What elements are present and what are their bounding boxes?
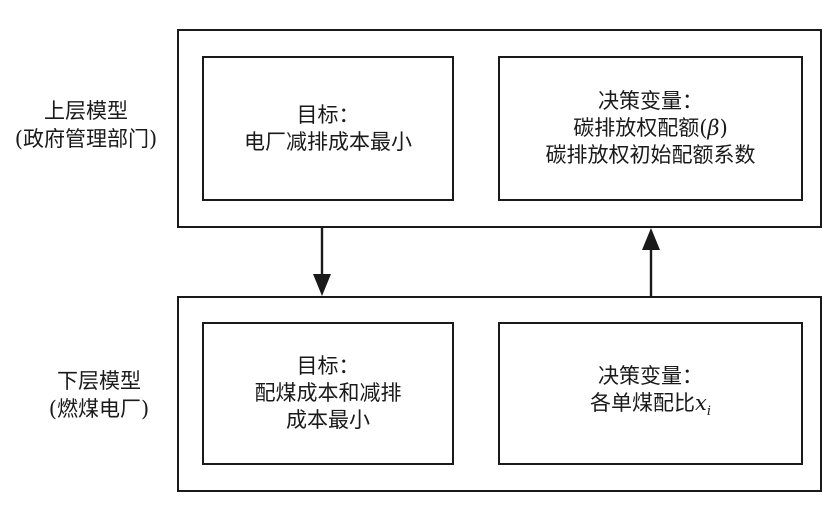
lower-decision-var-prefix: 各单煤配比 [589, 390, 695, 415]
upper-model-subtitle: (政府管理部门) [14, 127, 158, 151]
upper-objective-box: 目标： 电厂减排成本最小 [202, 56, 454, 201]
lower-objective-heading: 目标： [296, 354, 360, 378]
lower-decision-heading: 决策变量： [598, 363, 703, 388]
lower-model-title: 下层模型 [57, 369, 141, 393]
lower-objective-text-1: 配煤成本和减排 [254, 381, 402, 405]
upper-decision-var-2: 碳排放权初始配额系数 [545, 143, 756, 167]
upper-decision-heading: 决策变量： [598, 89, 703, 113]
lower-decision-var: 各单煤配比xi [590, 390, 711, 425]
arrow-upper-to-lower [313, 228, 331, 296]
upper-objective-heading: 目标： [296, 102, 360, 127]
lower-decision-box: 决策变量： 各单煤配比xi [498, 322, 803, 465]
upper-decision-var-1-suffix: ) [719, 116, 728, 140]
lower-objective-text-2: 成本最小 [286, 408, 370, 432]
lower-objective-box: 目标： 配煤成本和减排 成本最小 [202, 322, 454, 465]
upper-decision-box: 决策变量： 碳排放权配额(β) 碳排放权初始配额系数 [498, 56, 803, 201]
upper-model-label: 上层模型 (政府管理部门) [0, 97, 172, 153]
x-symbol: x [694, 390, 707, 415]
lower-model-subtitle: (燃煤电厂) [48, 397, 150, 421]
arrow-lower-to-upper [642, 228, 660, 296]
upper-model-title: 上层模型 [44, 99, 128, 123]
upper-decision-var-1-prefix: 碳排放权配额( [573, 116, 708, 140]
i-subscript: i [706, 403, 711, 419]
upper-decision-var-1: 碳排放权配额(β) [573, 115, 728, 142]
beta-symbol: β [707, 116, 720, 140]
upper-objective-text: 电厂减排成本最小 [244, 129, 412, 154]
lower-model-label: 下层模型 (燃煤电厂) [24, 367, 174, 423]
